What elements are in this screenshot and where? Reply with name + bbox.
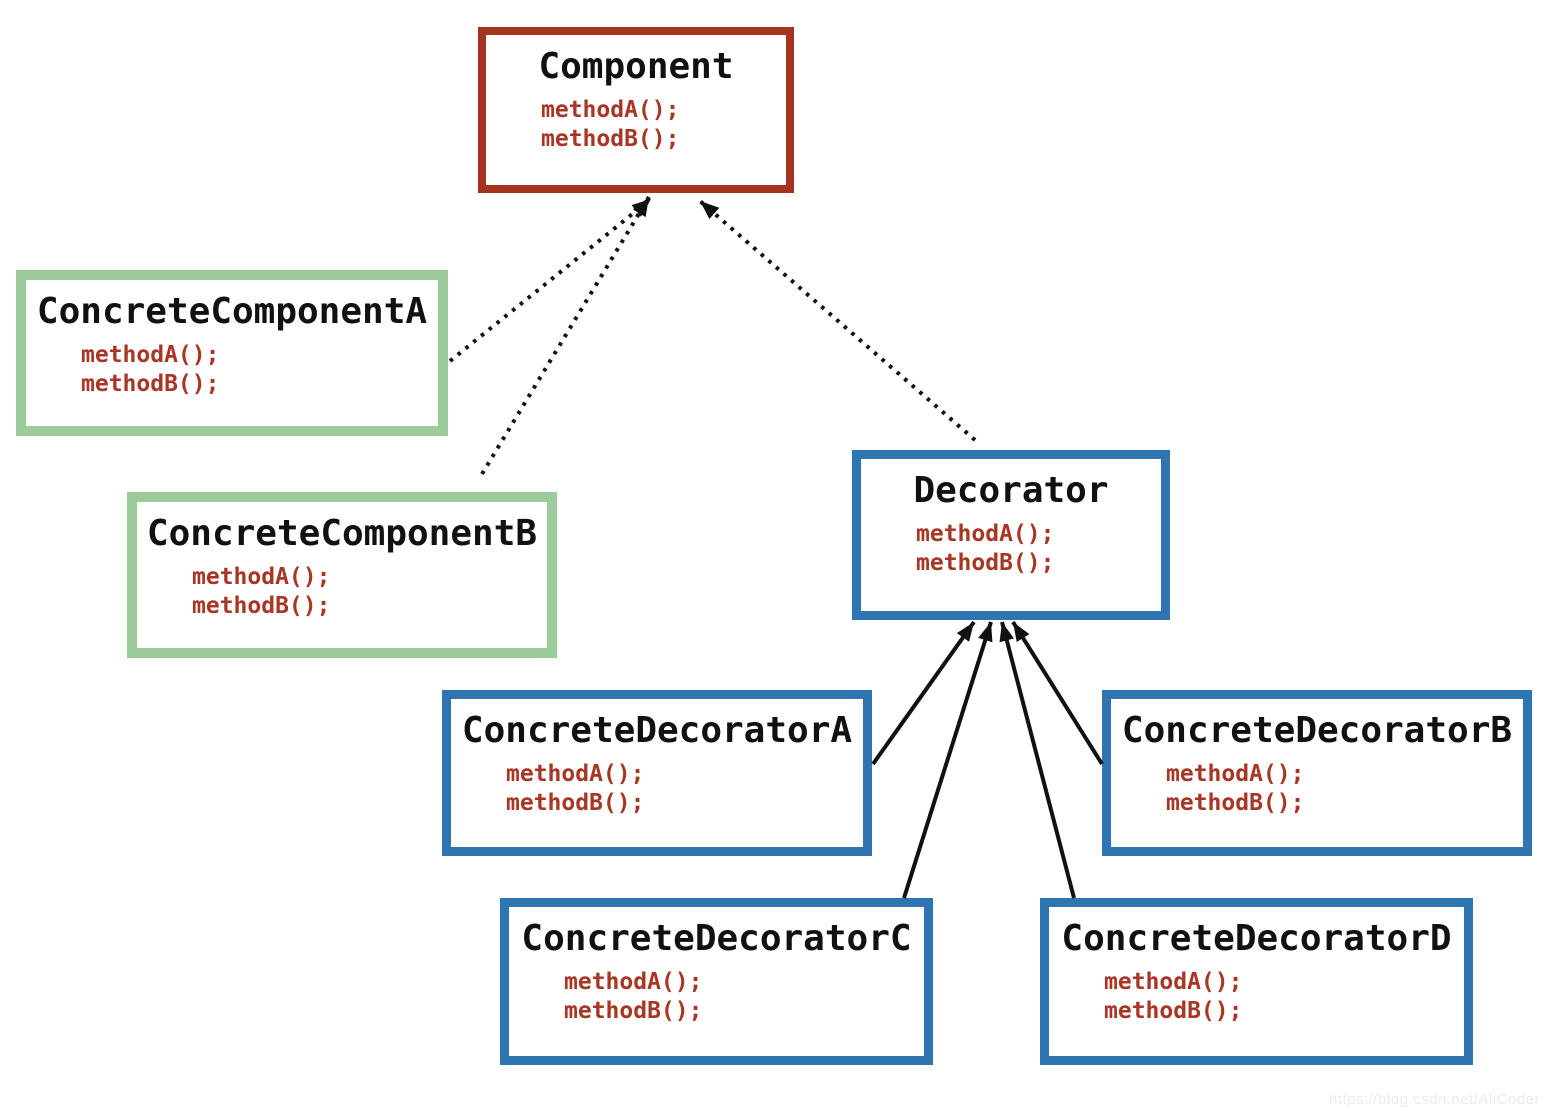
- class-box-decorator: Decorator methodA(); methodB();: [852, 450, 1170, 620]
- method-a: methodA();: [192, 564, 331, 590]
- method-list: methodA(); methodB();: [564, 968, 924, 1026]
- method-b: methodB();: [541, 126, 680, 152]
- method-list: methodA(); methodB();: [1104, 968, 1464, 1026]
- method-list: methodA(); methodB();: [1166, 760, 1523, 818]
- method-list: methodA(); methodB();: [916, 520, 1161, 578]
- class-name-concrete-component-a: ConcreteComponentA: [36, 291, 428, 332]
- edge-concrete-component-b-to-component: [480, 195, 651, 476]
- class-name-concrete-decorator-d: ConcreteDecoratorD: [1061, 918, 1452, 959]
- class-box-concrete-decorator-d: ConcreteDecoratorD methodA(); methodB();: [1040, 898, 1473, 1065]
- class-box-concrete-component-b: ConcreteComponentB methodA(); methodB();: [127, 492, 557, 658]
- method-a: methodA();: [506, 761, 645, 787]
- watermark: https://blog.csdn.net/AliCoder: [1329, 1091, 1540, 1108]
- class-box-concrete-decorator-c: ConcreteDecoratorC methodA(); methodB();: [500, 898, 933, 1065]
- class-box-concrete-decorator-b: ConcreteDecoratorB methodA(); methodB();: [1102, 690, 1532, 856]
- method-b: methodB();: [564, 998, 703, 1024]
- edge-concrete-decorator-b-to-decorator: [1011, 620, 1104, 766]
- method-list: methodA(); methodB();: [81, 341, 438, 399]
- method-b: methodB();: [916, 550, 1055, 576]
- class-name-concrete-decorator-b: ConcreteDecoratorB: [1121, 710, 1513, 751]
- method-b: methodB();: [81, 371, 220, 397]
- edge-concrete-decorator-a-to-decorator: [871, 620, 976, 766]
- class-name-component: Component: [538, 46, 734, 87]
- class-box-concrete-decorator-a: ConcreteDecoratorA methodA(); methodB();: [442, 690, 872, 856]
- method-a: methodA();: [916, 521, 1055, 547]
- edge-concrete-decorator-d-to-decorator: [999, 621, 1076, 899]
- method-list: methodA(); methodB();: [506, 760, 863, 818]
- method-list: methodA(); methodB();: [192, 563, 547, 621]
- class-name-concrete-decorator-c: ConcreteDecoratorC: [521, 918, 912, 959]
- class-name-concrete-component-b: ConcreteComponentB: [146, 513, 538, 554]
- class-box-concrete-component-a: ConcreteComponentA methodA(); methodB();: [16, 270, 448, 436]
- method-b: methodB();: [506, 790, 645, 816]
- method-a: methodA();: [1166, 761, 1305, 787]
- method-b: methodB();: [1166, 790, 1305, 816]
- class-box-component: Component methodA(); methodB();: [478, 27, 794, 193]
- method-a: methodA();: [564, 969, 703, 995]
- method-a: methodA();: [1104, 969, 1243, 995]
- method-list: methodA(); methodB();: [541, 96, 786, 154]
- method-b: methodB();: [192, 593, 331, 619]
- class-name-concrete-decorator-a: ConcreteDecoratorA: [461, 710, 853, 751]
- method-a: methodA();: [541, 97, 680, 123]
- edge-concrete-decorator-c-to-decorator: [902, 621, 993, 899]
- method-a: methodA();: [81, 342, 220, 368]
- edge-decorator-to-component: [698, 199, 977, 442]
- edge-concrete-component-a-to-component: [448, 197, 653, 363]
- class-name-decorator: Decorator: [913, 470, 1109, 511]
- method-b: methodB();: [1104, 998, 1243, 1024]
